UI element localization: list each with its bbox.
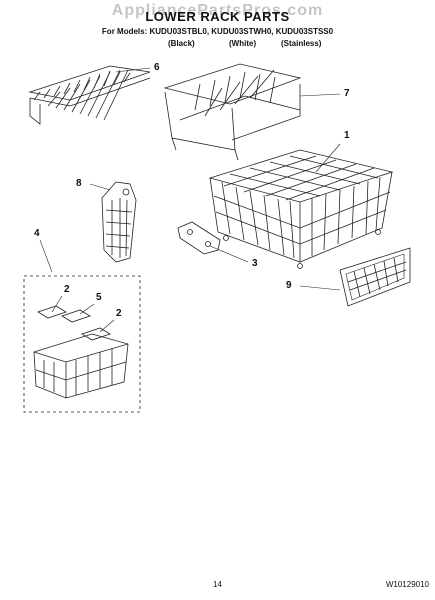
callout-3: 3	[252, 258, 258, 269]
models-line: For Models: KUDU03STBL0, KUDU03STWH0, KU…	[101, 27, 334, 36]
page-title: LOWER RACK PARTS	[145, 9, 290, 24]
callout-2-top: 2	[64, 284, 70, 295]
silverware-basket	[33, 333, 129, 399]
callout-1: 1	[344, 130, 350, 141]
callout-5: 5	[96, 292, 102, 303]
callout-8: 8	[76, 178, 82, 189]
tine-row-right-part-7	[163, 63, 302, 161]
callout-2-right: 2	[116, 308, 122, 319]
tine-row-left-part-6	[28, 65, 151, 125]
finish-white: (White)	[229, 39, 257, 48]
watermark: AppliancePartsPros.com	[111, 2, 324, 19]
leader-lines	[39, 67, 341, 333]
callout-9: 9	[286, 280, 292, 291]
finish-black: (Black)	[168, 39, 195, 48]
basket-lids-parts-2-5	[37, 305, 111, 341]
assembly-box-part-4	[23, 275, 141, 413]
document-number: W10129010	[385, 580, 429, 589]
finish-stainless: (Stainless)	[281, 39, 322, 48]
filter-screen-part-9	[339, 247, 411, 307]
callout-4: 4	[34, 228, 40, 239]
small-item-basket-part-8	[101, 181, 137, 263]
page-number: 14	[213, 580, 222, 589]
lower-rack-basket-part-1	[208, 149, 394, 269]
callout-7: 7	[344, 88, 350, 99]
clip-part-3	[177, 221, 221, 255]
callout-6: 6	[154, 62, 160, 73]
